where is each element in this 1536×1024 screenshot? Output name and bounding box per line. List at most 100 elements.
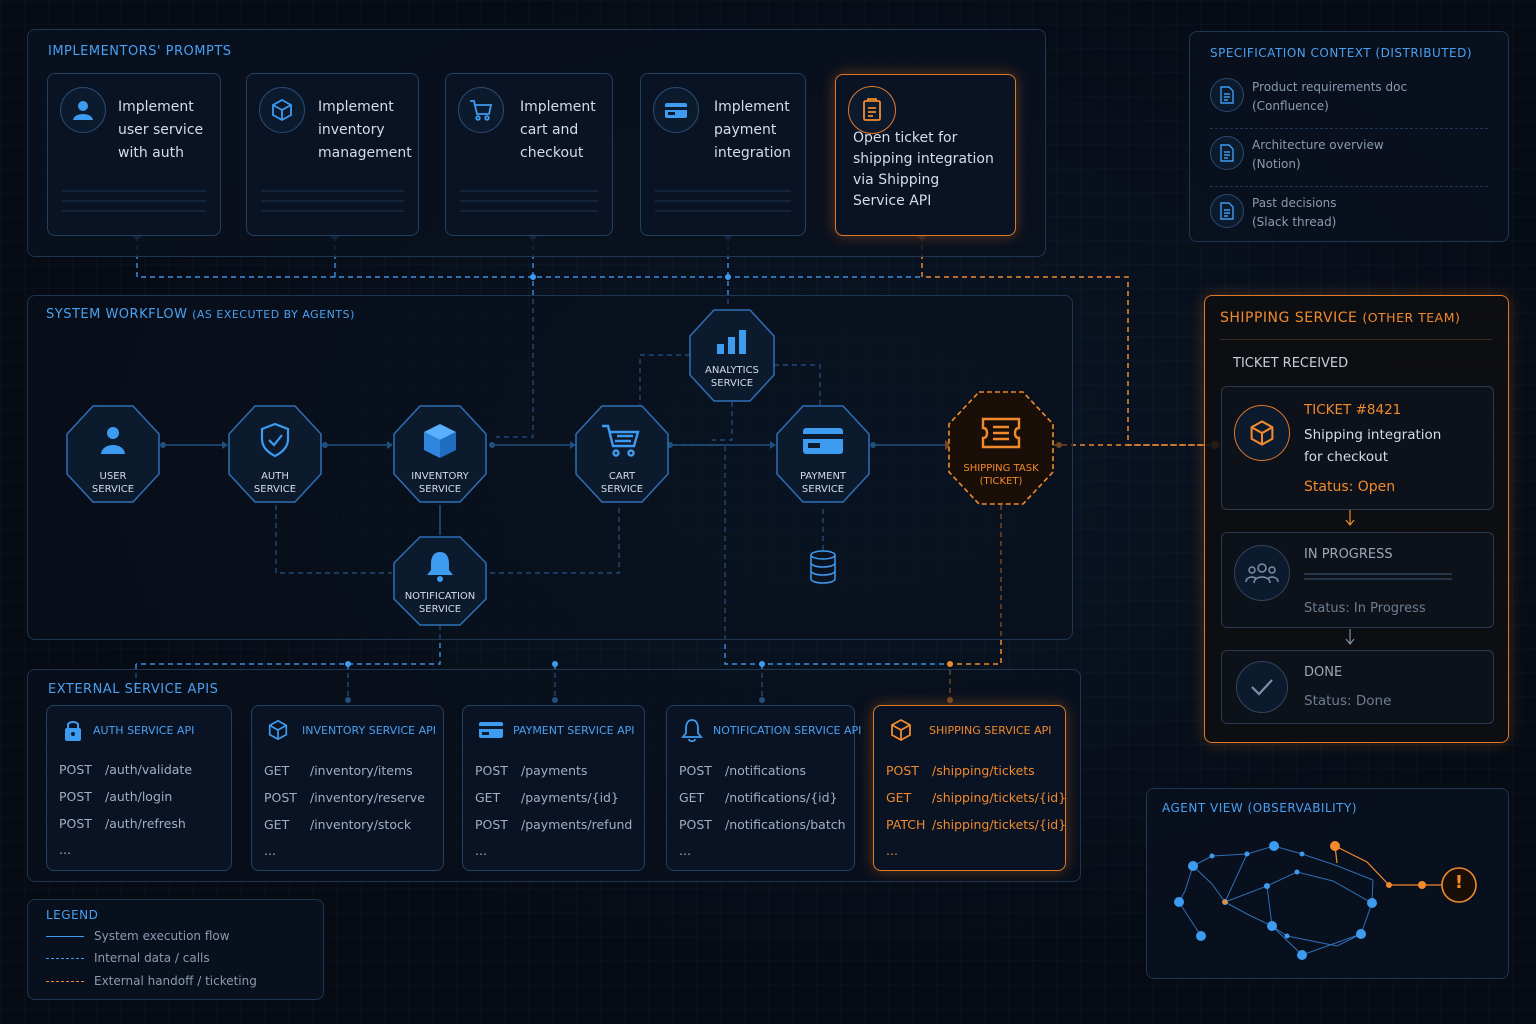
spec-item-name: Architecture overview: [1252, 138, 1384, 152]
endpoint-row[interactable]: POST/auth/login: [59, 789, 173, 804]
spec-item-source: (Notion): [1252, 157, 1301, 171]
box-icon: [259, 87, 305, 133]
spec-item-source: (Slack thread): [1252, 215, 1337, 229]
api-title: SHIPPING SERVICE API: [929, 724, 1052, 737]
database-icon: [810, 550, 836, 584]
endpoint-row[interactable]: POST/auth/validate: [59, 762, 193, 777]
workflow-panel: SYSTEM WORKFLOW (AS EXECUTED BY AGENTS): [27, 295, 1073, 640]
api-card-auth[interactable]: AUTH SERVICE API POST/auth/validate POST…: [46, 705, 232, 871]
node-shipping-task[interactable]: SHIPPING TASK(TICKET): [947, 390, 1055, 506]
agent-view-title: AGENT VIEW (OBSERVABILITY): [1162, 801, 1358, 815]
endpoint-row[interactable]: GET/payments/{id}: [475, 790, 619, 805]
card-icon: [653, 87, 699, 133]
endpoint-row[interactable]: POST/inventory/reserve: [264, 790, 425, 805]
handoff-line: [921, 236, 1220, 446]
placeholder-lines: [261, 185, 404, 215]
endpoint-row[interactable]: GET/inventory/stock: [264, 817, 412, 832]
more-ellipsis: ...: [679, 843, 691, 858]
ticket-progress-card[interactable]: IN PROGRESS Status: In Progress: [1221, 532, 1494, 628]
progress-label: IN PROGRESS: [1304, 547, 1393, 562]
cart-icon: [602, 424, 640, 457]
alert-icon[interactable]: !: [1454, 872, 1464, 893]
more-ellipsis: ...: [886, 843, 898, 858]
api-card-inventory[interactable]: INVENTORY SERVICE API GET/inventory/item…: [251, 705, 444, 871]
box-icon: [424, 424, 456, 458]
legend-panel: LEGEND System execution flow Internal da…: [27, 899, 324, 1000]
ticket-done-card[interactable]: DONE Status: Done: [1221, 650, 1494, 724]
endpoint-row[interactable]: POST/notifications: [679, 763, 807, 778]
box-icon: [1234, 405, 1290, 461]
endpoint-row[interactable]: POST/payments/refund: [475, 817, 633, 832]
legend-dashed: Internal data / calls: [46, 951, 210, 965]
done-label: DONE: [1304, 665, 1343, 680]
endpoint-row[interactable]: PATCH/shipping/tickets/{id}: [886, 817, 1067, 832]
spec-item[interactable]: Architecture overview (Notion): [1210, 136, 1488, 187]
shipping-service-panel: SHIPPING SERVICE (OTHER TEAM) TICKET REC…: [1204, 295, 1509, 743]
legend-solid: System execution flow: [46, 929, 230, 943]
team-icon: [1234, 545, 1290, 601]
ticket-status-open: Status: Open: [1304, 479, 1396, 495]
placeholder-lines: [62, 185, 206, 215]
ticket-icon: [981, 417, 1021, 449]
api-card-notification[interactable]: NOTIFICATION SERVICE API POST/notificati…: [666, 705, 861, 871]
check-icon: [1236, 661, 1288, 713]
api-card-payment[interactable]: PAYMENT SERVICE API POST/payments GET/pa…: [462, 705, 645, 871]
spec-item[interactable]: Product requirements doc (Confluence): [1210, 78, 1488, 129]
legend-orange: External handoff / ticketing: [46, 974, 257, 988]
user-icon: [101, 427, 125, 454]
endpoint-row[interactable]: GET/shipping/tickets/{id}: [886, 790, 1067, 805]
spec-item-name: Product requirements doc: [1252, 80, 1408, 94]
endpoint-row[interactable]: POST/shipping/tickets: [886, 763, 1035, 778]
more-ellipsis: ...: [59, 842, 71, 857]
ticket-icon: [848, 86, 896, 134]
spec-title: SPECIFICATION CONTEXT (DISTRIBUTED): [1210, 46, 1473, 60]
endpoint-row[interactable]: POST/payments: [475, 763, 588, 778]
endpoint-row[interactable]: GET/inventory/items: [264, 763, 413, 778]
agent-graph: [1174, 841, 1477, 960]
api-title: PAYMENT SERVICE API: [513, 724, 635, 737]
cart-icon: [458, 87, 504, 133]
apis-title: EXTERNAL SERVICE APIS: [48, 682, 219, 697]
agent-view-panel: AGENT VIEW (OBSERVABILITY) !: [1146, 788, 1509, 979]
api-title: NOTIFICATION SERVICE API: [713, 724, 862, 737]
lock-icon: [65, 721, 81, 741]
shield-icon: [260, 422, 290, 458]
spec-item-source: (Confluence): [1252, 99, 1329, 113]
workflow-title: SYSTEM WORKFLOW (AS EXECUTED BY AGENTS): [46, 307, 355, 322]
spec-item[interactable]: Past decisions (Slack thread): [1210, 194, 1488, 244]
credit-card-icon: [479, 722, 503, 738]
document-icon: [1210, 78, 1244, 112]
endpoint-row[interactable]: POST/auth/refresh: [59, 816, 186, 831]
bell-icon: [427, 552, 453, 582]
bar-chart-icon: [717, 330, 746, 354]
ticket-status-done: Status: Done: [1304, 693, 1392, 709]
endpoint-row[interactable]: GET/notifications/{id}: [679, 790, 838, 805]
endpoint-row[interactable]: POST/notifications/batch: [679, 817, 846, 832]
api-card-shipping[interactable]: SHIPPING SERVICE API POST/shipping/ticke…: [873, 705, 1066, 871]
legend-title: LEGEND: [46, 908, 99, 922]
placeholder-lines: [1304, 573, 1452, 583]
api-title: AUTH SERVICE API: [93, 724, 195, 737]
spec-item-name: Past decisions: [1252, 196, 1337, 210]
document-icon: [1210, 136, 1244, 170]
